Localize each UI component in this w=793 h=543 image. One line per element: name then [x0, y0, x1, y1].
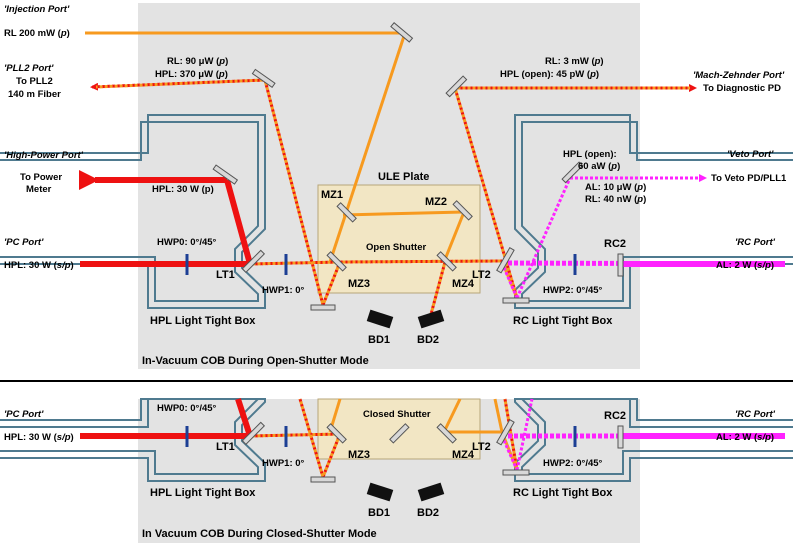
hwp0-label-bottom: HWP0: 0°/45°	[157, 403, 217, 414]
veto-power-l1: HPL (open):	[563, 149, 617, 160]
pc-port-power: HPL: 30 W (s/p)	[4, 260, 74, 271]
lt2-label: LT2	[472, 269, 491, 281]
rc-light-tight-box-bottom	[514, 398, 793, 482]
hpl-box-label: HPL Light Tight Box	[150, 315, 256, 327]
mz4-label: MZ4	[452, 278, 475, 290]
beam-mz2-mz4	[442, 211, 466, 263]
mz4-mirror	[436, 251, 457, 272]
beam-injection-down	[328, 32, 407, 263]
bottom-right-mirror	[502, 297, 530, 304]
mz2-mirror	[452, 200, 473, 221]
hwp0-label: HWP0: 0°/45°	[157, 237, 217, 248]
beam-mz1-mz2	[342, 210, 465, 217]
lt2-label-bottom: LT2	[472, 441, 491, 453]
ule-plate-bottom	[317, 398, 481, 460]
shutter-label-bottom: Closed Shutter	[363, 409, 431, 420]
hwp2-label: HWP2: 0°/45°	[543, 285, 603, 296]
hpl-mz-power: HPL (open): 45 pW (p)	[500, 69, 599, 80]
veto-port-dest: To Veto PD/PLL1	[711, 173, 787, 184]
mz-port-name: 'Mach-Zehnder Port'	[693, 70, 785, 81]
hpl-turn-mirror	[212, 164, 239, 185]
pc-port-power-bottom: HPL: 30 W (s/p)	[4, 432, 74, 443]
bd2-label: BD2	[417, 334, 439, 346]
rc2-label: RC2	[604, 238, 626, 250]
rc-port-power: AL: 2 W (s/p)	[716, 260, 774, 271]
beam-hpl-up	[224, 179, 253, 265]
veto-power-l4: RL: 40 nW (p)	[585, 194, 646, 205]
mirrors-bottom	[241, 419, 624, 483]
lt2-mirror	[496, 247, 515, 274]
hwps-top	[185, 254, 577, 275]
rl-pll-power: RL: 90 μW (p)	[167, 56, 228, 67]
rc-port-name-bottom: 'RC Port'	[735, 409, 776, 420]
hwps-bottom	[185, 426, 577, 447]
injection-port-power: RL 200 mW (p)	[4, 28, 70, 39]
beam-dumps-bottom	[366, 482, 445, 502]
pll2-line2: 140 m Fiber	[8, 89, 61, 100]
mz4-label-bottom: MZ4	[452, 449, 475, 461]
bottom-caption: In Vacuum COB During Closed-Shutter Mode	[142, 528, 377, 540]
bd2	[417, 309, 445, 329]
mz3-label-bottom: MZ3	[348, 449, 370, 461]
pc-port-name: 'PC Port'	[4, 237, 44, 248]
hpl-pll-power: HPL: 370 μW (p)	[155, 69, 228, 80]
ule-plate-label: ULE Plate	[378, 171, 429, 183]
bd2-label-bottom: BD2	[417, 507, 439, 519]
hpl-box-label-bottom: HPL Light Tight Box	[150, 487, 256, 499]
shutter-label: Open Shutter	[366, 242, 426, 253]
pll2-line1: To PLL2	[16, 76, 53, 87]
veto-port-name: 'Veto Port'	[727, 149, 774, 160]
mirrors-top	[212, 22, 624, 311]
pll2-mirror	[251, 68, 276, 89]
bd1	[366, 309, 394, 329]
rc-port-name: 'RC Port'	[735, 237, 776, 248]
rc-light-tight-box-top	[514, 114, 793, 309]
lt1-label-bottom: LT1	[216, 441, 235, 453]
hpl30-label: HPL: 30 W (p)	[152, 184, 214, 195]
pll2-port-name: 'PLL2 Port'	[4, 63, 54, 74]
injection-mirror	[390, 22, 414, 43]
hpl-light-tight-box-top	[0, 114, 266, 309]
mz1-label: MZ1	[321, 189, 343, 201]
rc-port-power-bottom: AL: 2 W (s/p)	[716, 432, 774, 443]
veto-mirror	[561, 161, 584, 184]
bd1-label-bottom: BD1	[368, 507, 390, 519]
hwp1-label: HWP1: 0°	[262, 285, 305, 296]
injection-port-name: 'Injection Port'	[4, 4, 70, 15]
highpower-port-name: 'High-Power Port'	[4, 150, 84, 161]
beams-top	[79, 31, 785, 319]
beam-pll2	[90, 78, 266, 91]
rc-box-label-bottom: RC Light Tight Box	[513, 487, 613, 499]
mz1-mirror	[336, 202, 357, 223]
rc2-optic	[617, 253, 624, 277]
hwp1-label-bottom: HWP1: 0°	[262, 458, 305, 469]
bd1-label: BD1	[368, 334, 390, 346]
mz-port-mirror	[445, 75, 468, 98]
highpower-line1: To Power	[20, 172, 62, 183]
pc-port-name-bottom: 'PC Port'	[4, 409, 44, 420]
rc2-label-bottom: RC2	[604, 410, 626, 422]
bottom-left-mirror	[310, 304, 336, 311]
rc-box-label: RC Light Tight Box	[513, 315, 613, 327]
rl-mz-power: RL: 3 mW (p)	[545, 56, 604, 67]
highpower-line2: Meter	[26, 184, 52, 195]
hwp2-label-bottom: HWP2: 0°/45°	[543, 458, 603, 469]
veto-power-l3: AL: 10 μW (p)	[585, 182, 646, 193]
lt1-mirror	[241, 249, 266, 274]
mz3-mirror	[326, 251, 347, 272]
mz-port-dest: To Diagnostic PD	[703, 83, 781, 94]
lt1-label: LT1	[216, 269, 235, 281]
veto-power-l2: 60 aW (p)	[578, 161, 620, 172]
bottom-panel: 'PC Port' HPL: 30 W (s/p) 'RC Port' AL: …	[0, 398, 793, 543]
beam-dumps-top	[366, 309, 445, 329]
mz2-label: MZ2	[425, 196, 447, 208]
mz3-label: MZ3	[348, 278, 370, 290]
top-caption: In-Vacuum COB During Open-Shutter Mode	[142, 355, 369, 367]
top-panel: 'Injection Port' RL 200 mW (p) 'PLL2 Por…	[0, 3, 793, 369]
beams-bottom	[80, 398, 785, 478]
